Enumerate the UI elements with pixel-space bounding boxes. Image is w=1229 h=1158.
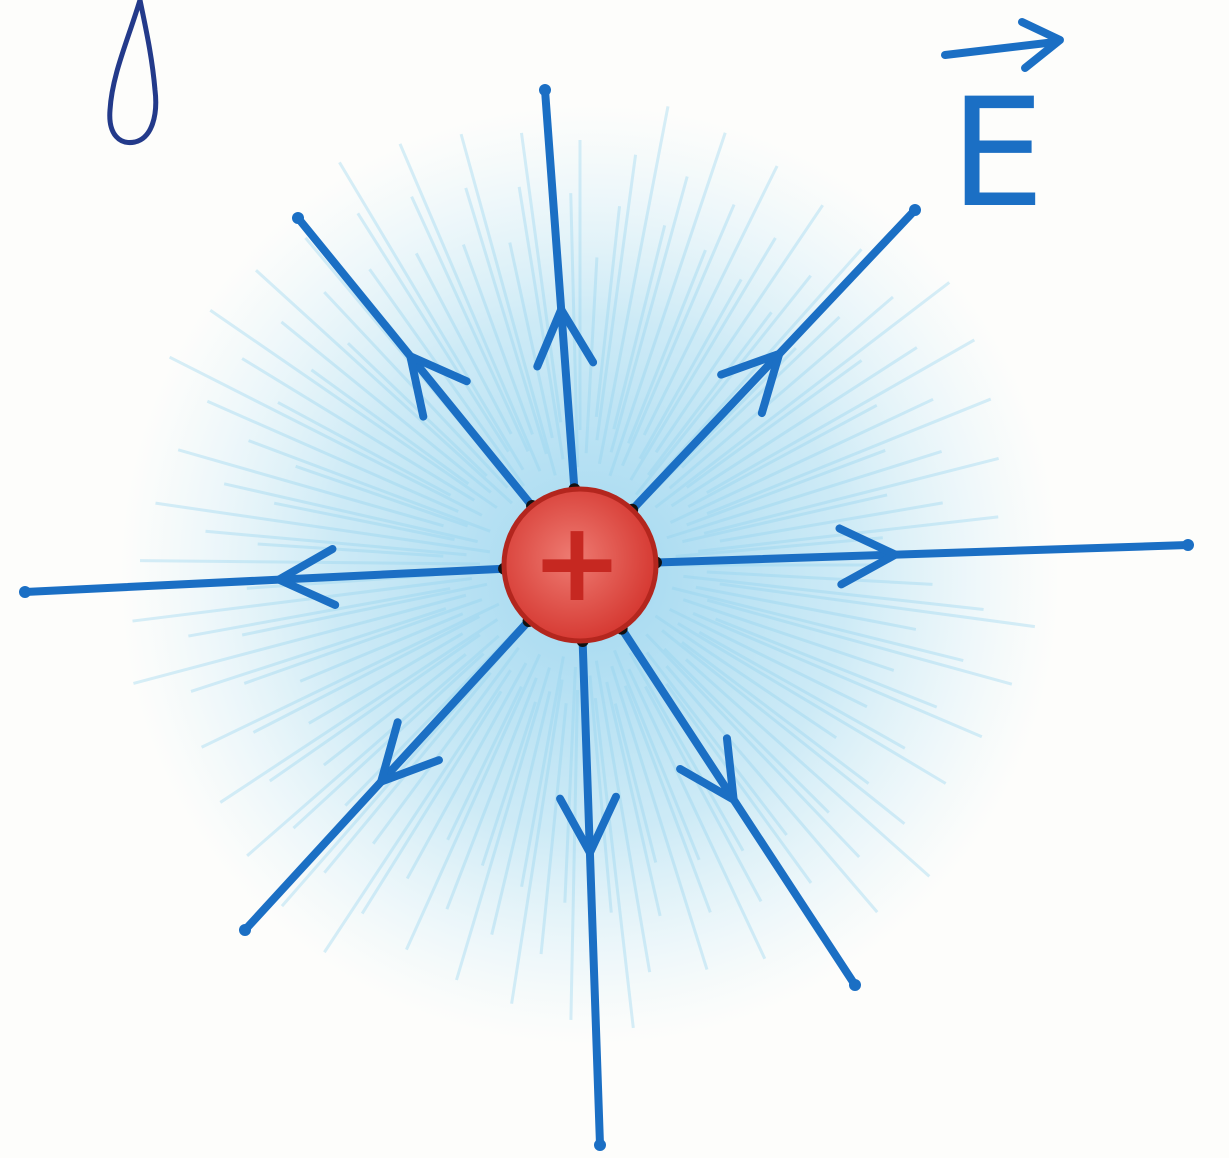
charge-sign: + [531,498,623,626]
field-line-end-dot [292,212,304,224]
field-line-end-dot [539,84,551,96]
field-line-end-dot [849,979,861,991]
field-line-end-dot [594,1139,606,1151]
positive-charge: + [504,489,656,641]
field-line-end-dot [239,924,251,936]
field-vector-label: E [945,22,1060,241]
field-line-end-dot [909,204,921,216]
droplet-icon [110,0,156,143]
field-label-e: E [950,67,1045,241]
field-line-end-dot [19,586,31,598]
field-line-end-dot [1182,539,1194,551]
